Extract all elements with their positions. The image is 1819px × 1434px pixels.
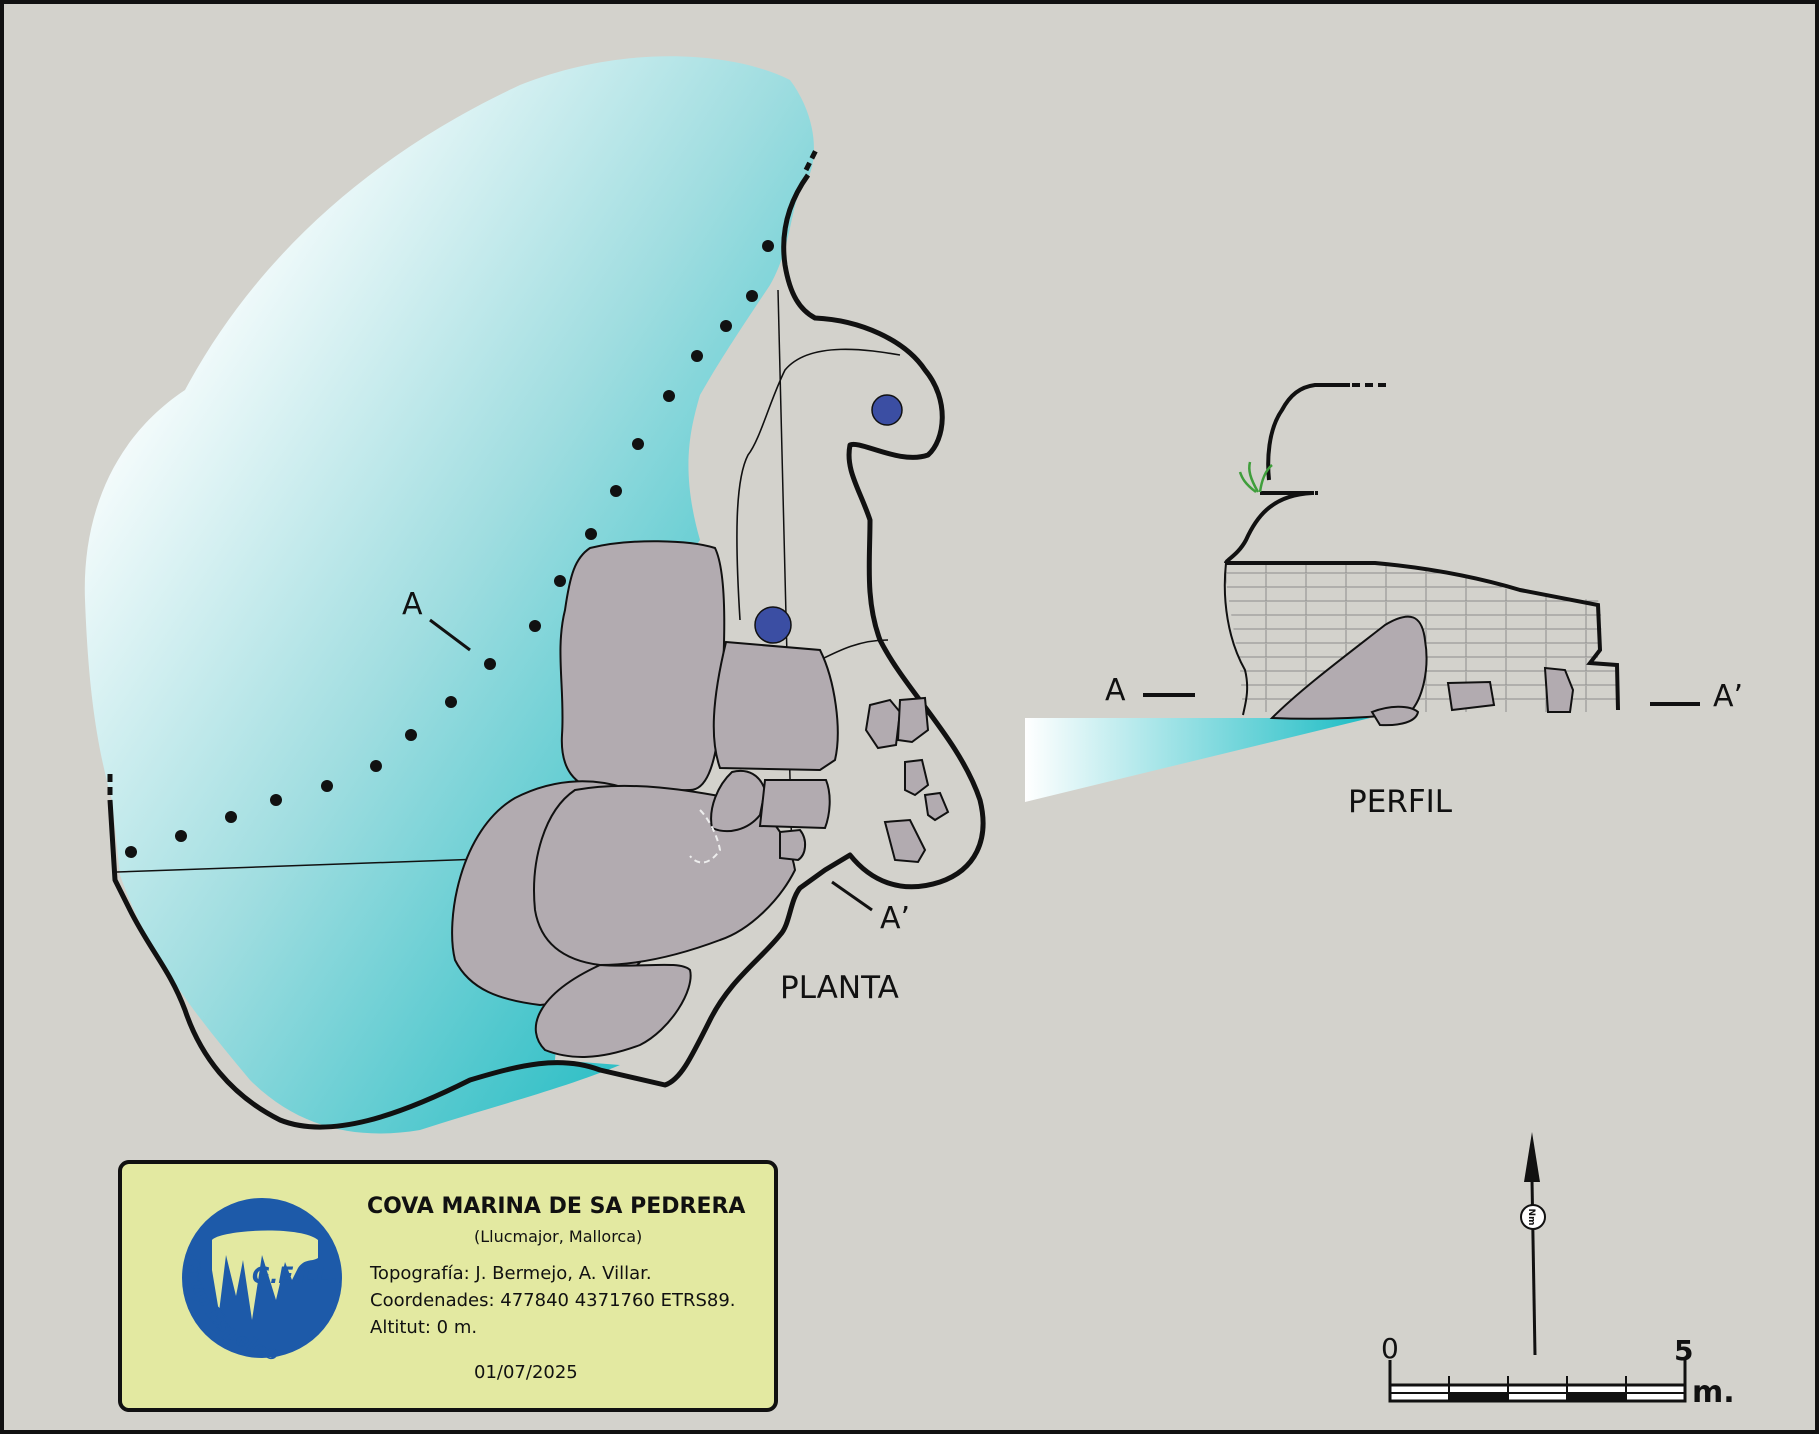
boulder: [758, 779, 831, 830]
plan-section-a-label: A: [402, 587, 423, 622]
cave-wall: [107, 173, 986, 1130]
profile-boulders: [1269, 615, 1575, 727]
section-mark-start: [429, 618, 471, 652]
profile-boulder: [1370, 705, 1420, 727]
section-mark-end: [831, 880, 873, 912]
scale-start-label: 0: [1381, 1332, 1399, 1365]
scale-unit-label: m.: [1692, 1375, 1735, 1410]
dripline: [125, 240, 774, 858]
scale-end-label: 5: [1674, 1334, 1693, 1367]
pool: [871, 394, 903, 426]
north-arrow-label: Nm: [1526, 1209, 1536, 1226]
pool: [754, 606, 792, 644]
survey-date: 01/07/2025: [474, 1362, 578, 1383]
coordinates: Coordenades: 477840 4371760 ETRS89.: [370, 1290, 736, 1311]
topography-credits: Topografía: J. Bermejo, A. Villar.: [369, 1263, 652, 1284]
scale-bar: 0 5 m.: [1381, 1332, 1735, 1410]
cave-location: (Llucmajor, Mallorca): [474, 1227, 642, 1246]
profile-cliff: [1224, 383, 1350, 564]
plan-view: A A’ PLANTA: [84, 56, 986, 1134]
small-blocks: [864, 696, 950, 864]
profile-view-label: PERFIL: [1348, 784, 1453, 820]
boulder: [779, 828, 806, 862]
profile-boulder: [1269, 615, 1428, 720]
profile-section-a-prime-label: A’: [1713, 679, 1743, 714]
survey-line: [777, 289, 793, 861]
floor-edge-line-2: [819, 639, 889, 661]
altitude: Altitut: 0 m.: [370, 1317, 477, 1338]
plan-section-a-prime-label: A’: [880, 901, 910, 936]
profile-view: A A’ PERFIL: [1025, 383, 1743, 820]
boulder: [559, 540, 726, 794]
wall-broken-end: [803, 148, 819, 172]
north-arrow-head-icon: [1524, 1132, 1540, 1182]
north-arrow: Nm: [1520, 1132, 1546, 1356]
floor-edge-line: [736, 348, 901, 621]
plan-view-label: PLANTA: [780, 970, 899, 1006]
logo-initials: G.E.LL.: [252, 1264, 338, 1289]
sea-water: [84, 56, 814, 1134]
boulder: [710, 770, 767, 833]
profile-section-a-label: A: [1105, 673, 1126, 708]
cave-name: COVA MARINA DE SA PEDRERA: [367, 1194, 745, 1219]
vegetation-icon: [1238, 461, 1273, 494]
hidden-boulder-outline: [689, 809, 722, 864]
profile-back-wall: [1223, 562, 1249, 716]
profile-boulder: [1543, 666, 1575, 713]
boulder: [712, 640, 839, 772]
profile-rock-outline: [1226, 561, 1620, 711]
profile-boulder: [1446, 680, 1496, 712]
boulders: [451, 540, 839, 1058]
boulder: [534, 963, 692, 1058]
stalactite-shape: [212, 1230, 318, 1320]
profile-water: [1025, 718, 1370, 802]
